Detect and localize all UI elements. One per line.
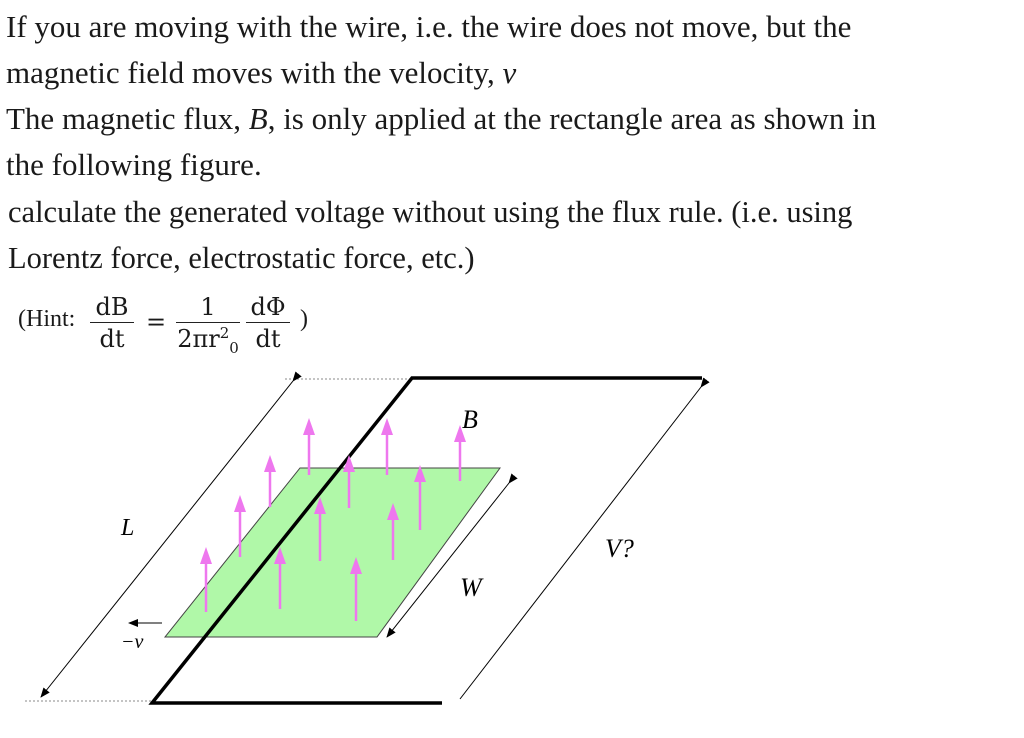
field-arrow-head: [350, 557, 362, 574]
field-arrow-head: [200, 547, 212, 564]
question-text: , is only applied at the rectangle area …: [267, 101, 877, 136]
field-arrow-head: [387, 503, 399, 520]
flux-symbol: B: [248, 101, 268, 136]
question-line: calculate the generated voltage without …: [8, 189, 852, 235]
question-paragraph-1: If you are moving with the wire, i.e. th…: [6, 4, 851, 96]
wire-loop: [148, 376, 702, 705]
hint-equation: (Hint: dB dt = 1 2πr20 dΦ dt ): [18, 292, 338, 362]
exponent: 2: [219, 324, 230, 342]
field-arrow-head: [234, 495, 246, 512]
field-arrow-head: [454, 425, 466, 442]
fraction-bar: [90, 322, 134, 323]
question-text: The magnetic flux,: [6, 101, 241, 136]
hint-open: (Hint:: [18, 306, 76, 332]
label-velocity: −v: [121, 631, 143, 653]
field-arrow-head: [274, 547, 286, 564]
field-arrow-head: [314, 497, 326, 514]
hint-close: ): [300, 306, 308, 332]
question-line: magnetic field moves with the velocity, …: [6, 50, 851, 96]
width-dimension-line: [386, 473, 518, 638]
equals-sign: =: [146, 308, 167, 336]
fraction-bar: [246, 322, 290, 323]
lhs-numerator: dB: [95, 293, 129, 321]
field-arrow-head: [414, 465, 426, 482]
voltage-dimension-line: [459, 377, 710, 700]
question-text: the following figure.: [6, 147, 262, 182]
label-voltage: V?: [605, 534, 634, 563]
question-paragraph-3: calculate the generated voltage without …: [8, 189, 852, 281]
field-arrow-head: [343, 455, 355, 472]
question-line: If you are moving with the wire, i.e. th…: [6, 4, 851, 50]
question-text: calculate the generated voltage without …: [8, 195, 853, 229]
velocity-arrowhead: [128, 619, 138, 627]
rhs-fraction: dΦ dt: [246, 292, 290, 353]
constant-fraction: 1 2πr20: [176, 292, 240, 357]
question-line: the following figure.: [6, 142, 876, 188]
question-line: Lorentz force, electrostatic force, etc.…: [8, 235, 852, 281]
field-arrow-head: [264, 455, 276, 472]
lhs-fraction: dB dt: [90, 292, 134, 353]
lhs-denominator: dt: [99, 325, 125, 353]
question-text: magnetic field moves with the velocity,: [6, 55, 495, 90]
label-magnetic-flux: B: [462, 405, 478, 434]
constant-numerator: 1: [200, 293, 216, 321]
question-text: Lorentz force, electrostatic force, etc.…: [8, 241, 475, 275]
constant-denominator: 2πr20: [176, 323, 240, 357]
subscript: 0: [229, 339, 239, 357]
label-width: W: [460, 573, 484, 602]
question-paragraph-2: The magnetic flux, B, is only applied at…: [6, 96, 876, 188]
field-arrow-head: [303, 418, 315, 435]
length-dimension-line: [40, 371, 302, 698]
denominator-text: 2πr: [177, 325, 220, 353]
field-arrow-head: [381, 418, 393, 435]
wire-field-diagram: L B W V? −v: [25, 371, 710, 705]
rhs-denominator: dt: [255, 325, 281, 353]
label-length: L: [120, 515, 134, 541]
fraction-bar: [176, 322, 240, 323]
velocity-symbol: v: [502, 55, 517, 90]
question-line: The magnetic flux, B, is only applied at…: [6, 96, 876, 142]
question-text: If you are moving with the wire, i.e. th…: [6, 9, 852, 44]
rhs-numerator: dΦ: [250, 293, 286, 321]
field-arrows: [200, 418, 466, 621]
field-region: [163, 467, 501, 638]
